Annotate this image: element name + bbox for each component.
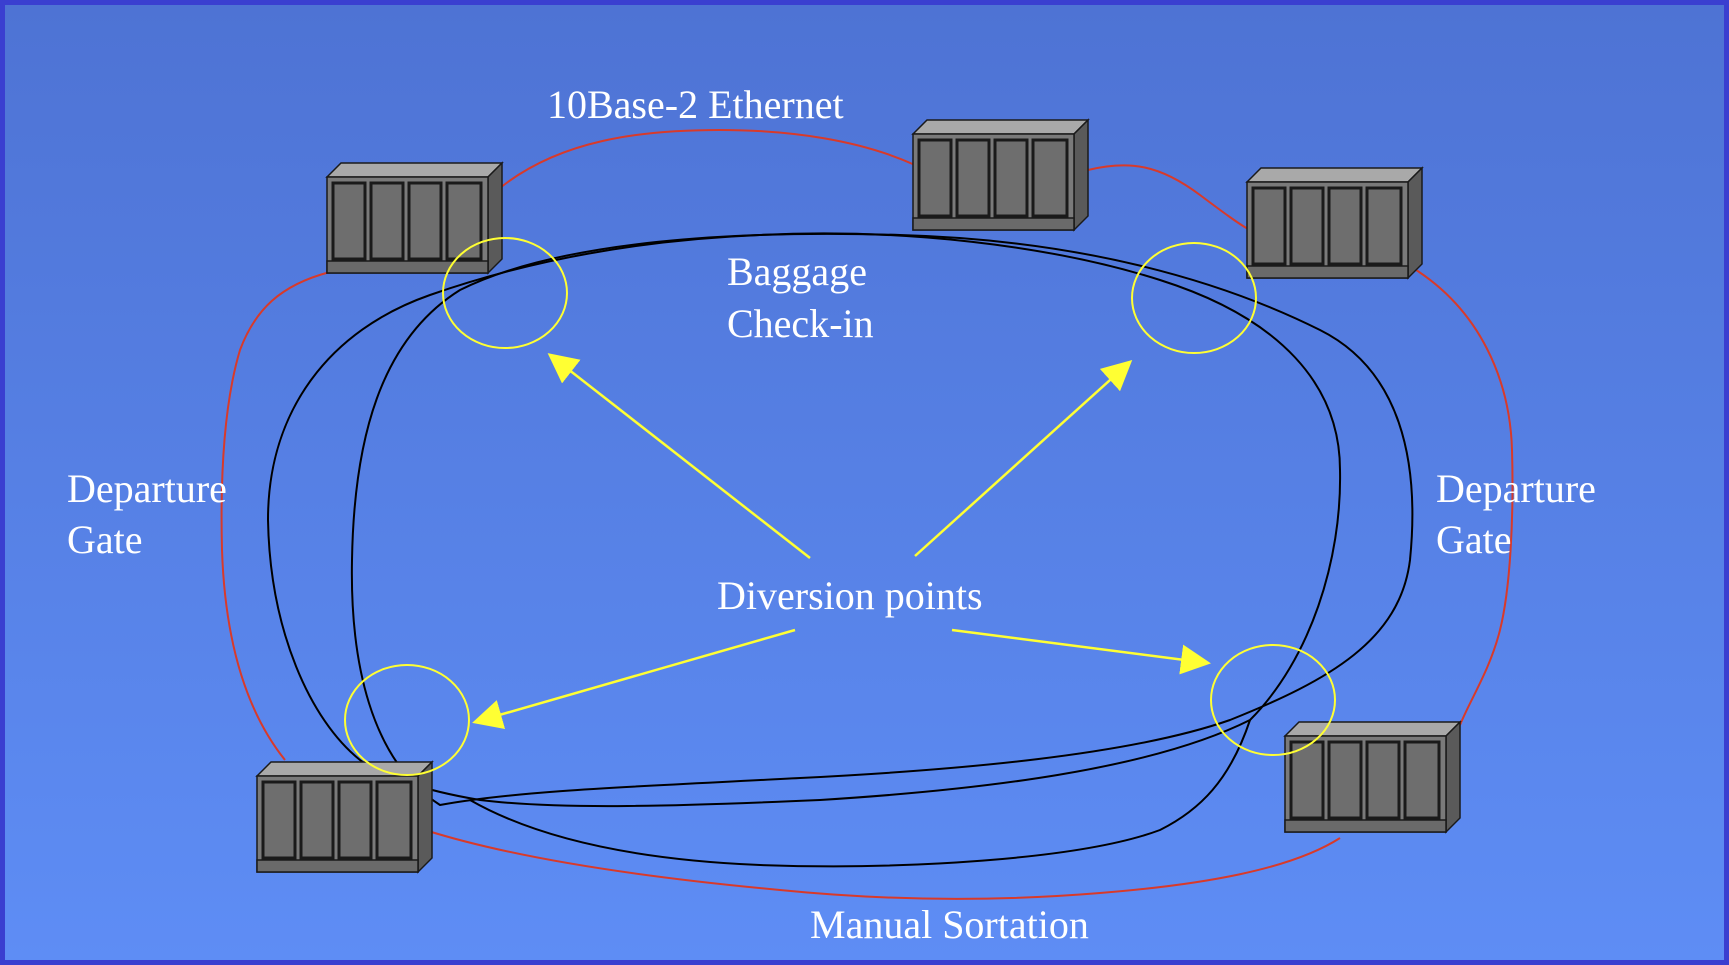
diversion-points-label: Diversion points (717, 573, 983, 618)
conveyor-loops (266, 232, 1414, 868)
diversion-circle (442, 237, 568, 349)
departure-gate-left-line2: Gate (67, 517, 143, 562)
departure-gate-right-line2: Gate (1436, 517, 1512, 562)
diversion-circle (1210, 644, 1336, 756)
diversion-arrow (914, 359, 1133, 557)
diversion-arrow (547, 353, 811, 559)
diversion-arrows (472, 353, 1211, 729)
server-rack-icon (1245, 166, 1424, 280)
checkin-label-line1: Baggage (727, 249, 867, 294)
ethernet-ring (220, 128, 1514, 900)
ethernet-label: 10Base-2 Ethernet (547, 82, 844, 127)
diversion-arrow (951, 628, 1211, 675)
server-rack-icon (911, 118, 1090, 232)
server-rack-icon (1283, 720, 1462, 834)
diversion-circle (344, 664, 470, 776)
manual-sortation-label: Manual Sortation (810, 902, 1089, 947)
diversion-arrow (472, 628, 796, 729)
diversion-circle (1131, 242, 1257, 354)
server-rack-icon (325, 161, 504, 275)
departure-gate-left-line1: Departure (67, 466, 227, 511)
diversion-circles (344, 237, 1336, 776)
departure-gate-right-line1: Departure (1436, 466, 1596, 511)
server-rack-icon (255, 760, 434, 874)
checkin-label-line2: Check-in (727, 301, 874, 346)
